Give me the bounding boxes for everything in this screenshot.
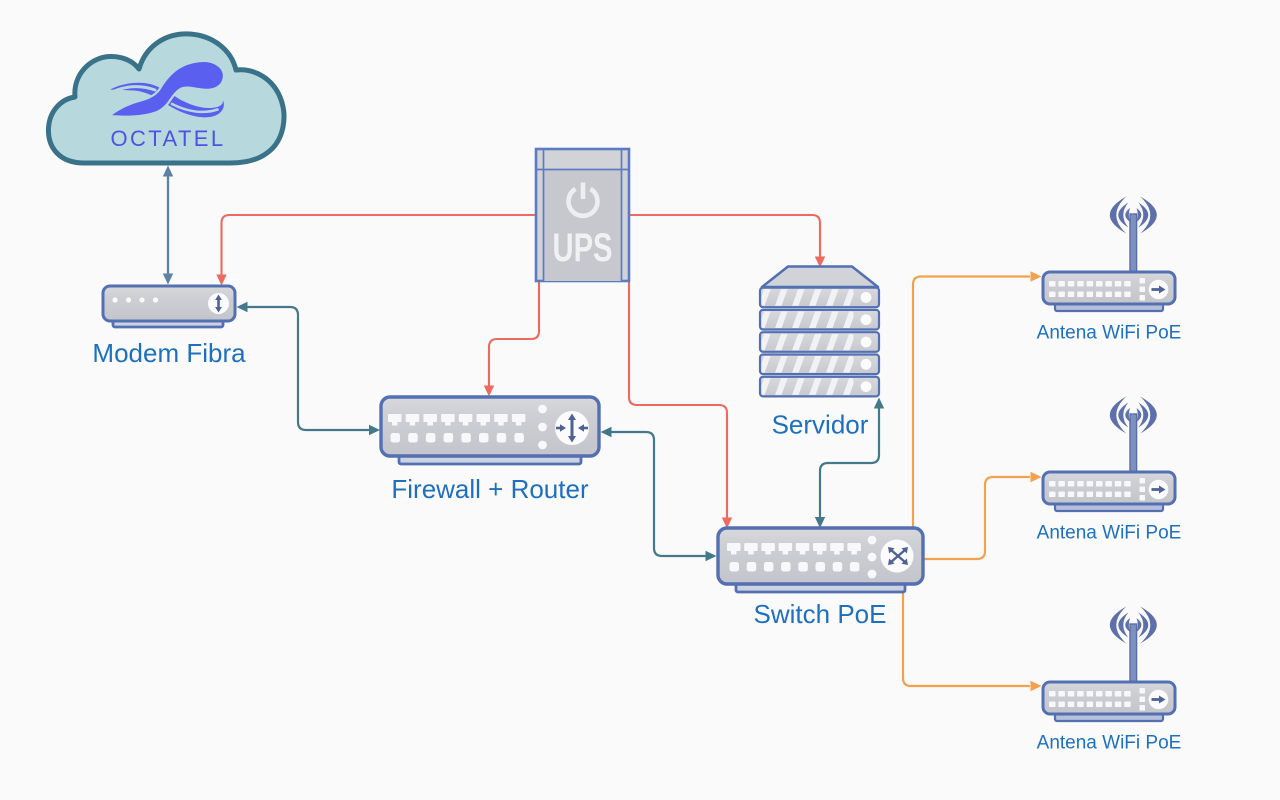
- svg-text:Servidor: Servidor: [772, 410, 869, 440]
- svg-text:Modem Fibra: Modem Fibra: [92, 338, 246, 368]
- svg-text:OCTATEL: OCTATEL: [111, 126, 226, 151]
- svg-text:Switch PoE: Switch PoE: [754, 599, 887, 629]
- svg-text:Antena WiFi PoE: Antena WiFi PoE: [1037, 733, 1182, 754]
- svg-text:Antena WiFi PoE: Antena WiFi PoE: [1037, 323, 1182, 344]
- svg-text:Antena WiFi PoE: Antena WiFi PoE: [1037, 523, 1182, 544]
- svg-text:UPS: UPS: [553, 226, 613, 270]
- svg-text:Firewall + Router: Firewall + Router: [391, 474, 589, 504]
